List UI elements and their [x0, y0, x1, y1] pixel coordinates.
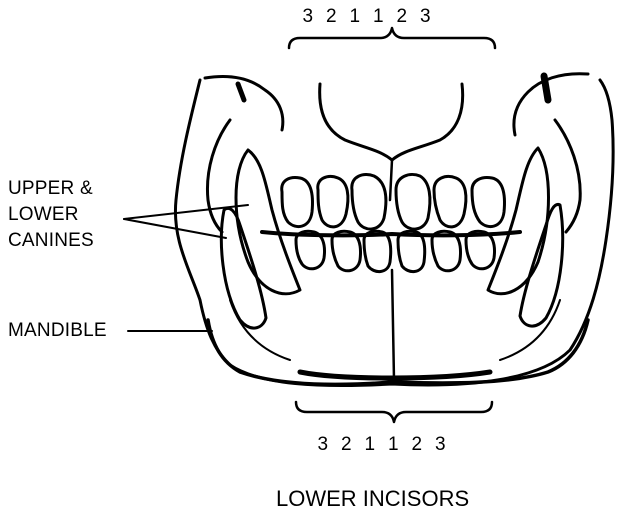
skull-top-left — [205, 77, 283, 131]
upper-tooth-numbers: 3 2 1 1 2 3 — [296, 6, 437, 28]
canines-leader-upper — [124, 205, 248, 219]
right-cheek — [555, 120, 580, 232]
nasal-right — [392, 84, 463, 160]
lower-number: 3 — [429, 434, 453, 456]
upper-number: 3 — [296, 6, 320, 28]
midline — [390, 160, 392, 200]
upper-number: 1 — [367, 6, 391, 28]
upper-number: 2 — [320, 6, 344, 28]
mandible-label: MANDIBLE — [8, 318, 107, 344]
canines-label-line1: UPPER & — [8, 176, 94, 202]
lower-number: 1 — [382, 434, 406, 456]
right-skull-mark — [544, 76, 548, 100]
lower-number: 2 — [405, 434, 429, 456]
mandible-inner — [230, 300, 290, 360]
lower-incisors-teeth — [296, 231, 495, 271]
upper-number: 2 — [390, 6, 414, 28]
canines-label: UPPER & LOWER CANINES — [8, 176, 94, 254]
nasal-left — [320, 84, 392, 160]
left-lower-canine — [221, 208, 266, 328]
left-skull-mark — [238, 84, 244, 100]
lower-incisors-label: LOWER INCISORS — [276, 486, 469, 512]
lower-number: 2 — [335, 434, 359, 456]
lower-incisors-bracket — [296, 402, 492, 422]
lower-number: 3 — [311, 434, 335, 456]
left-cheek — [207, 120, 230, 232]
upper-number: 3 — [414, 6, 438, 28]
upper-incisors — [282, 175, 505, 230]
lower-tooth-numbers: 3 2 1 1 2 3 — [311, 434, 452, 456]
right-upper-canine — [488, 148, 549, 294]
midline-lower — [392, 270, 394, 380]
left-upper-canine — [236, 150, 300, 294]
canines-label-line2: LOWER — [8, 202, 94, 228]
skull-top-right — [514, 74, 588, 135]
canines-label-line3: CANINES — [8, 228, 94, 254]
upper-incisors-bracket — [289, 28, 495, 48]
mandible-outline — [208, 320, 588, 384]
lower-number: 1 — [358, 434, 382, 456]
upper-number: 1 — [343, 6, 367, 28]
